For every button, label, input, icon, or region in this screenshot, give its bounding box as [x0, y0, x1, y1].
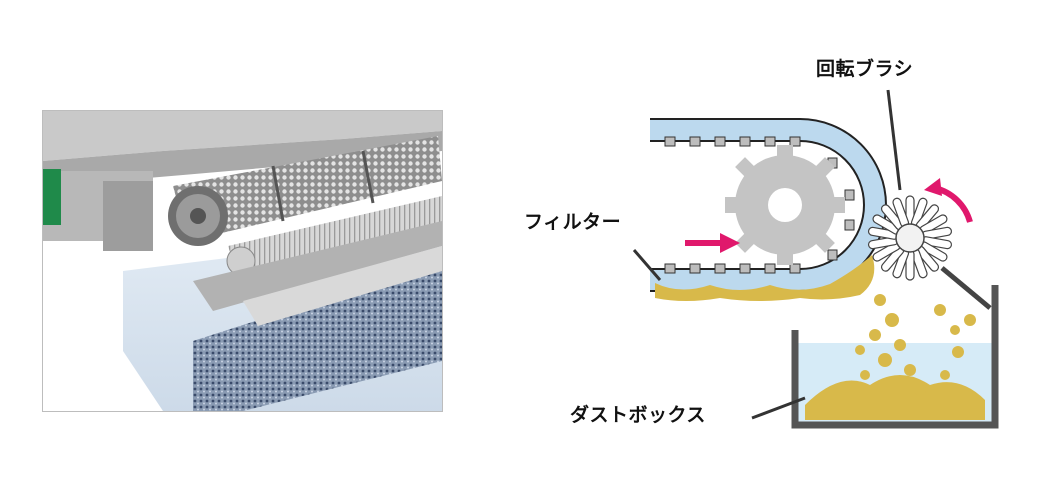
belt-teeth	[664, 136, 855, 274]
brush-leader-line	[886, 89, 902, 191]
belt-direction-arrow	[685, 233, 740, 253]
falling-dust	[855, 294, 976, 396]
brush-rotation-arrow	[924, 178, 973, 223]
drive-gear	[725, 145, 845, 265]
dust-pile	[805, 375, 985, 420]
filter-belt	[650, 120, 885, 290]
filter-mechanism-diagram	[500, 40, 1040, 460]
filter-leader-line	[632, 249, 662, 281]
dust-box-leader-line	[751, 396, 806, 420]
mechanism-svg	[632, 89, 999, 429]
dust-box	[791, 285, 999, 429]
filter-dust	[655, 255, 875, 301]
dust-box-label: ダストボックス	[570, 404, 706, 426]
filter-label: フィルター	[524, 211, 622, 233]
scraper-blade	[940, 266, 992, 310]
filter-unit-photo	[42, 110, 443, 412]
brush-label: 回転ブラシ	[816, 58, 914, 80]
rotating-brush	[867, 195, 953, 281]
